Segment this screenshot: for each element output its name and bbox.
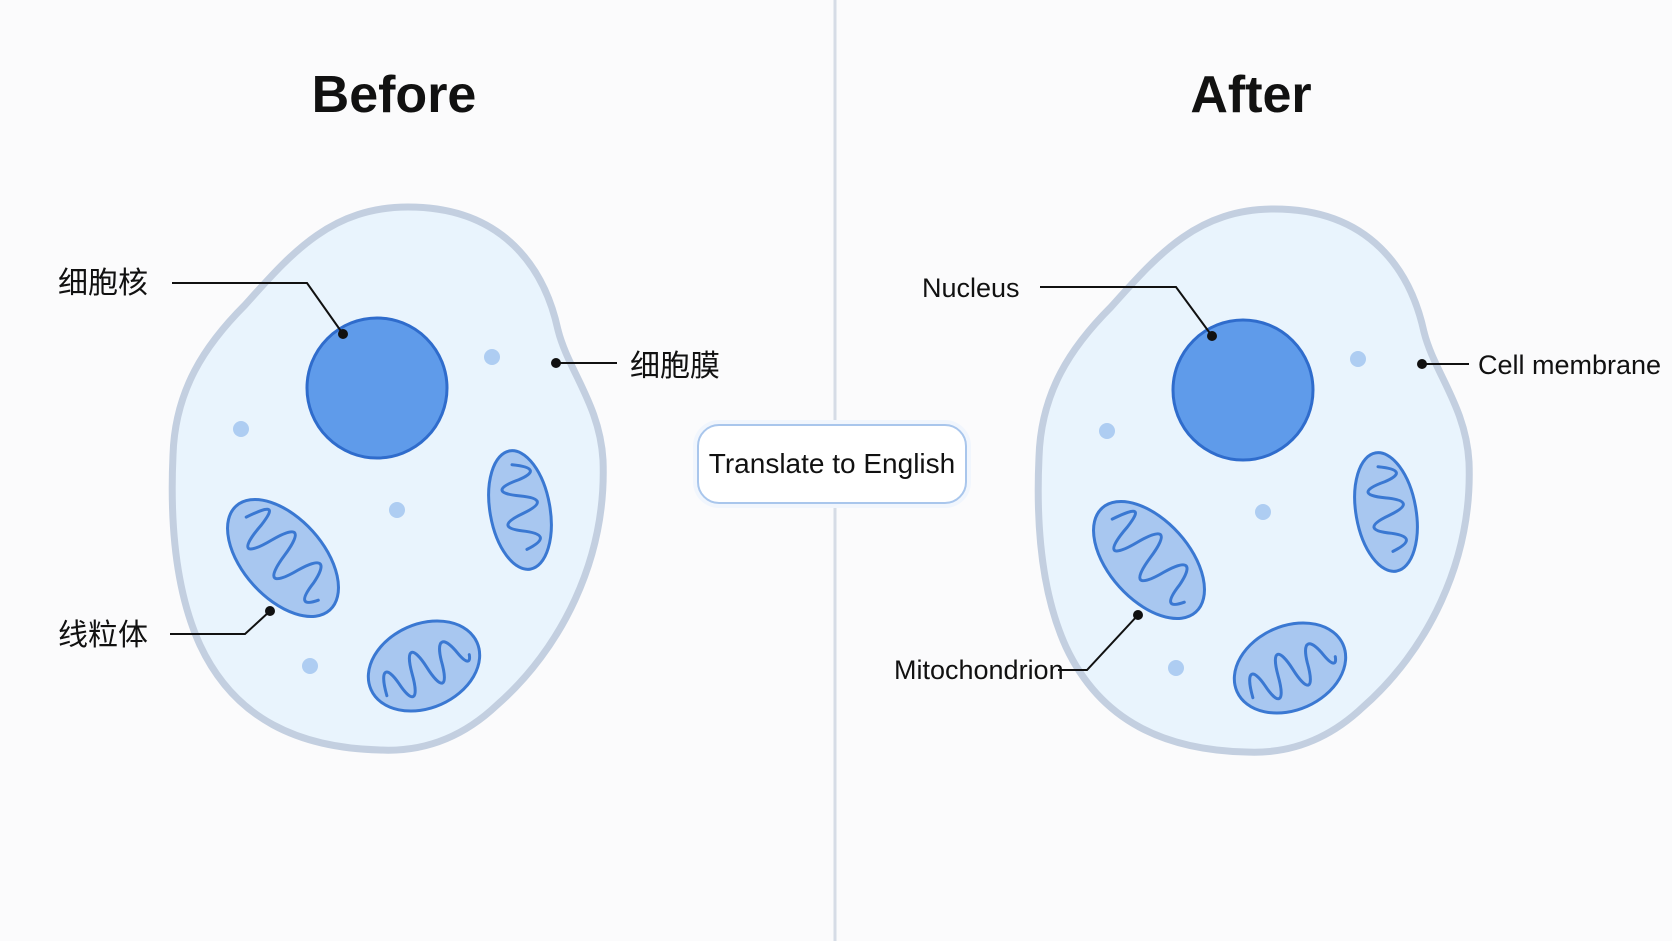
translate-button-label: Translate to English (708, 448, 956, 479)
after-title: After (1190, 66, 1311, 124)
after-panel: After Nucleus Cell membrane Mitochondrio… (894, 66, 1661, 752)
after-nucleus-label: Nucleus (922, 273, 1020, 303)
after-cell (1038, 209, 1469, 752)
before-nucleus-callout: 细胞核 (58, 266, 348, 339)
after-membrane-callout: Cell membrane (1417, 350, 1661, 380)
before-nucleus-label: 细胞核 (58, 266, 148, 301)
leader-dot (265, 606, 275, 616)
leader-dot (1417, 359, 1427, 369)
after-nucleus-callout: Nucleus (922, 273, 1217, 341)
leader-line (1058, 614, 1139, 671)
after-mitochondrion-label: Mitochondrion (894, 655, 1064, 685)
leader-dot (1133, 610, 1143, 620)
before-cell (172, 207, 603, 750)
before-mitochondrion-callout: 线粒体 (58, 606, 275, 653)
leader-dot (338, 329, 348, 339)
before-membrane-callout: 细胞膜 (551, 349, 720, 384)
after-mitochondrion-callout: Mitochondrion (894, 610, 1143, 685)
leader-line (170, 610, 271, 635)
before-title: Before (312, 66, 477, 124)
after-membrane-label: Cell membrane (1478, 350, 1661, 380)
leader-line (1040, 286, 1213, 337)
leader-dot (551, 358, 561, 368)
translate-to-english-button[interactable]: Translate to English (697, 424, 967, 504)
before-panel: Before 细胞核 细胞膜 线粒体 (58, 66, 720, 750)
before-membrane-label: 细胞膜 (630, 349, 720, 384)
leader-dot (1207, 331, 1217, 341)
before-mitochondrion-label: 线粒体 (58, 618, 148, 653)
leader-line (172, 282, 344, 335)
